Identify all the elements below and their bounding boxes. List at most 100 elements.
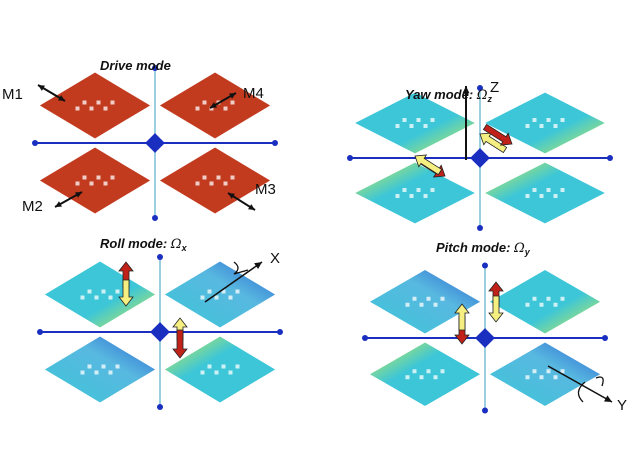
pitch-perforation [539,302,544,307]
drive-perforation [103,181,108,186]
roll-rotation-icon [233,261,249,275]
yaw-perforation [416,118,421,122]
yaw-perforation [402,188,407,192]
pitch-perforation [440,296,445,301]
yaw-force-arrow-yellow-2 [479,132,508,154]
pitch-perforation [412,296,417,301]
drive-perforation [230,175,235,180]
yaw-perforation [532,188,537,192]
roll-proof-mass-2 [163,260,277,329]
pitch-anchor-point [602,335,608,341]
yaw-perforation [423,194,428,198]
m4-motion-arrow [209,92,237,109]
roll-perforation [235,289,240,294]
yaw-perforation [430,118,435,122]
roll-perforation [207,289,212,294]
y-axis-arrow [547,365,613,403]
roll-anchor-point [157,254,163,260]
pitch-perforation [419,302,424,307]
roll-perforation [94,370,99,375]
roll-perforation [214,370,219,375]
pitch-perforation [525,302,530,307]
yaw-perforation [539,124,544,128]
drive-anchor-point [152,65,158,71]
drive-perforation [202,100,207,105]
roll-perforation [221,289,226,294]
pitch-perforation [433,302,438,307]
roll-perforation [221,364,226,369]
drive-anchor-point [152,215,158,221]
yaw-perforation [430,188,435,192]
drive-perforation [96,175,101,180]
drive-perforation [195,181,200,186]
drive-center-anchor [145,133,165,153]
roll-perforation [115,289,120,294]
yaw-anchor-point [347,155,353,161]
pitch-perforation [553,375,558,380]
x-axis-arrow [204,261,263,303]
yaw-perforation [409,124,414,128]
roll-mode-title: Roll mode: Ωx [100,236,187,253]
yaw-proof-mass-4 [352,161,478,225]
roll-perforation [87,364,92,369]
pitch-proof-mass-3 [487,341,603,408]
m2-motion-arrow [54,191,83,208]
pitch-perforation [560,296,565,301]
pitch-perforation [426,296,431,301]
yaw-center-anchor [470,148,490,168]
pitch-perforation [546,296,551,301]
pitch-perforation [532,369,537,374]
mass-label-m2: M2 [22,198,43,215]
yaw-perforation [560,188,565,192]
pitch-perforation [532,296,537,301]
roll-anchor-point [157,404,163,410]
drive-perforation [75,181,80,186]
pitch-center-anchor [475,328,495,348]
yaw-perforation [553,124,558,128]
yaw-anchor-point [477,225,483,231]
drive-perforation [96,100,101,105]
yaw-anchor-point [607,155,613,161]
pitch-perforation [539,375,544,380]
roll-perforation [200,295,205,300]
yaw-force-arrow-red-2 [482,123,513,146]
roll-perforation [235,364,240,369]
pitch-perforation [419,375,424,380]
roll-proof-mass-1 [43,260,157,329]
yaw-perforation [402,118,407,122]
pitch-perforation [412,369,417,374]
m1-motion-arrow [37,84,66,102]
drive-perforation [110,175,115,180]
mass-label-m3: M3 [255,181,276,198]
pitch-anchor-point [362,335,368,341]
drive-anchor-point [272,140,278,146]
pitch-perforation [405,302,410,307]
drive-perforation [223,106,228,111]
axis-label-z: Z [490,79,500,96]
pitch-perforation [426,369,431,374]
pitch-perforation [525,375,530,380]
yaw-perforation [553,194,558,198]
drive-perforation [89,181,94,186]
pitch-perforation [546,369,551,374]
roll-perforation [228,370,233,375]
pitch-rotation-icon [577,376,604,403]
drive-perforation [89,106,94,111]
yaw-force-arrow-yellow-1 [414,154,443,176]
roll-perforation [200,370,205,375]
pitch-perforation [405,375,410,380]
mass-label-m4: M4 [243,85,264,102]
m3-motion-arrow [227,192,256,211]
drive-mode-title: Drive mode [100,58,171,73]
yaw-perforation [409,194,414,198]
yaw-perforation [395,124,400,128]
drive-anchor-point [32,140,38,146]
yaw-perforation [539,194,544,198]
yaw-perforation [546,188,551,192]
drive-proof-mass-4 [38,146,152,215]
roll-proof-mass-4 [43,335,157,404]
pitch-perforation [553,302,558,307]
yaw-anchor-point [477,85,483,91]
yaw-perforation [546,118,551,122]
roll-perforation [115,364,120,369]
